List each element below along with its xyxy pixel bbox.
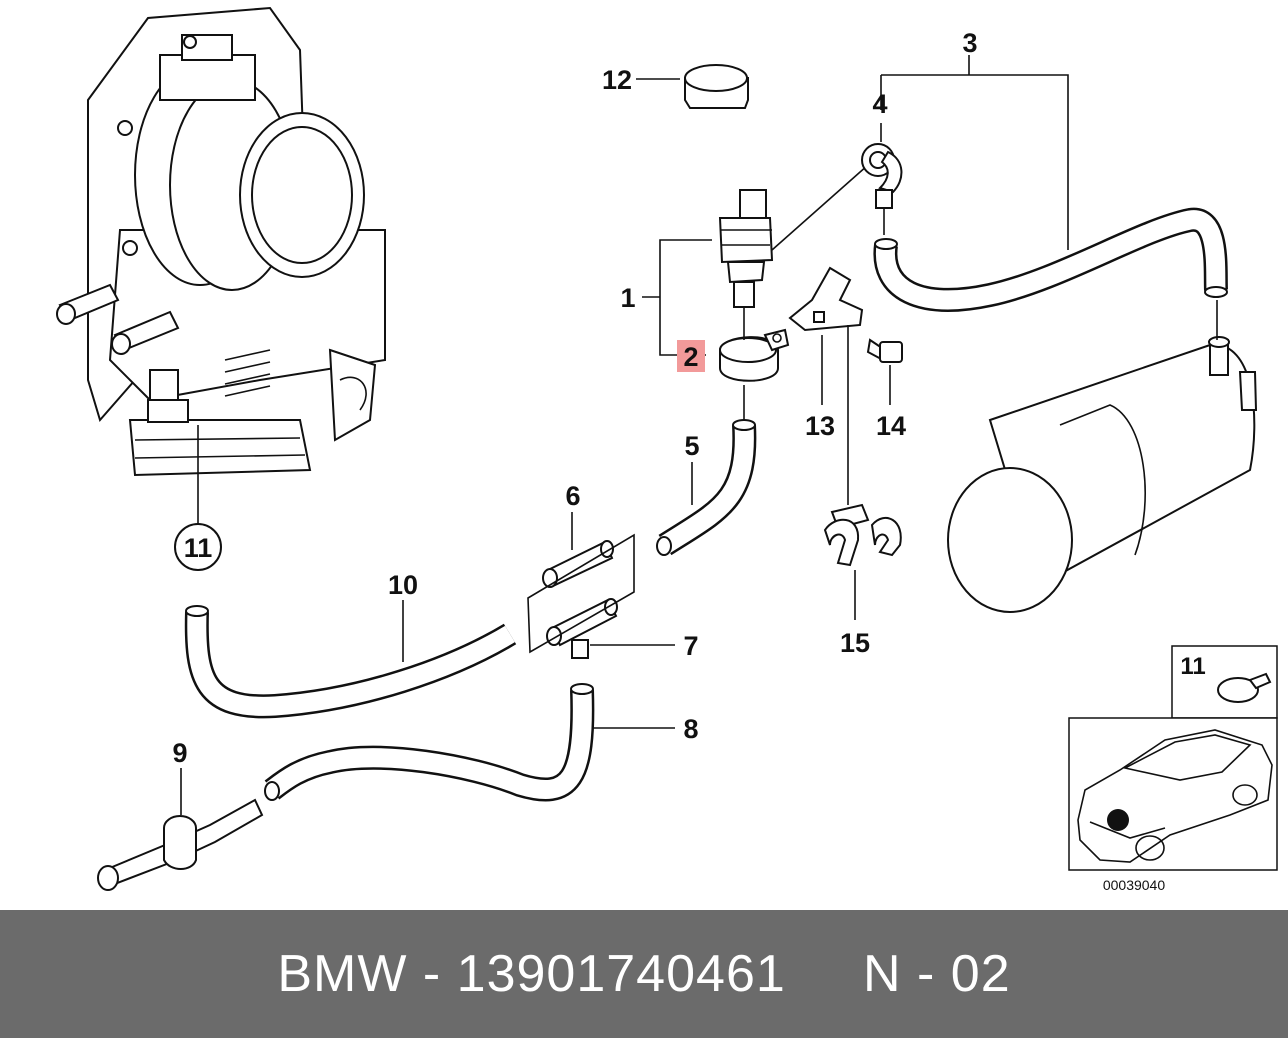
callout-13: 13 (805, 411, 835, 441)
footer-part-number: BMW - 13901740461 N - 02 (277, 945, 1011, 1003)
valve-1 (718, 189, 774, 308)
hose-8 (264, 683, 595, 802)
valve-link-line (771, 164, 869, 251)
bracket-1-2 (659, 239, 712, 356)
cap-12 (684, 64, 749, 109)
callout-11-circle (174, 523, 222, 571)
elbow-4 (861, 143, 903, 209)
inset-panel: 11 00039040 (1068, 645, 1278, 893)
callout-3: 3 (962, 28, 977, 58)
throttle-body (56, 6, 386, 477)
image-code: 00039040 (1103, 877, 1166, 893)
inset-car-box (1068, 717, 1278, 871)
callout-1: 1 (620, 283, 635, 313)
callout-10: 10 (388, 570, 418, 600)
bolt-14 (866, 338, 903, 363)
connector-box (527, 533, 635, 654)
inset-clamp-label: 11 (1180, 653, 1205, 680)
hose-3 (873, 207, 1228, 312)
car-silhouette (1077, 729, 1273, 863)
parts-diagram: 1 2 3 4 5 6 7 8 9 10 11 12 13 14 15 11 0… (56, 6, 1278, 893)
highlight-box (677, 340, 705, 372)
callout-8: 8 (683, 714, 698, 744)
clip-15 (823, 503, 902, 567)
footer-bar: BMW - 13901740461 N - 02 (0, 910, 1288, 1038)
callout-5: 5 (684, 431, 699, 461)
tee-9 (97, 798, 264, 891)
callout-12: 12 (602, 65, 632, 95)
bracket-13 (788, 266, 864, 332)
hose-5 (656, 419, 757, 556)
hose-10 (184, 605, 517, 719)
connector-6 (542, 540, 614, 588)
clamp-2 (719, 328, 790, 382)
canister (947, 336, 1258, 613)
clamp-11-icon (1217, 672, 1272, 703)
callout-11: 11 (184, 533, 213, 563)
callout-2: 2 (683, 342, 698, 372)
callout-4: 4 (872, 89, 887, 119)
location-marker (1107, 809, 1129, 831)
callout-7: 7 (683, 631, 698, 661)
bracket-3 (880, 55, 1069, 250)
callout-9: 9 (172, 738, 187, 768)
callout-15: 15 (840, 628, 870, 658)
callout-14: 14 (876, 411, 906, 441)
callout-6: 6 (565, 481, 580, 511)
